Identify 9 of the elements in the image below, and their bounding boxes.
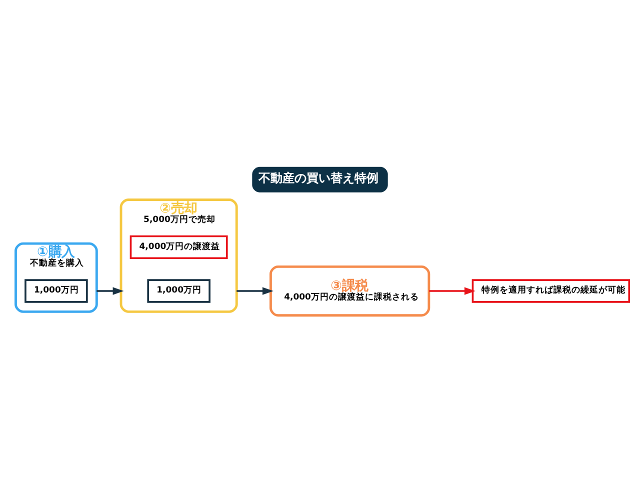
- arrow: [96, 286, 124, 294]
- arrow: [429, 286, 476, 294]
- node-box: 1,000万円: [147, 278, 210, 302]
- diagram-title: 不動産の買い替え特例: [258, 170, 379, 185]
- node-box: 特例を適用すれば課税の繰延が可能: [472, 278, 630, 302]
- node-box: 4,000万円の譲渡益: [130, 234, 228, 259]
- node-box: ③課税 4,000万円の譲渡益に課税される: [270, 264, 430, 316]
- node-box: 1,000万円: [24, 278, 88, 302]
- arrow: [236, 286, 274, 294]
